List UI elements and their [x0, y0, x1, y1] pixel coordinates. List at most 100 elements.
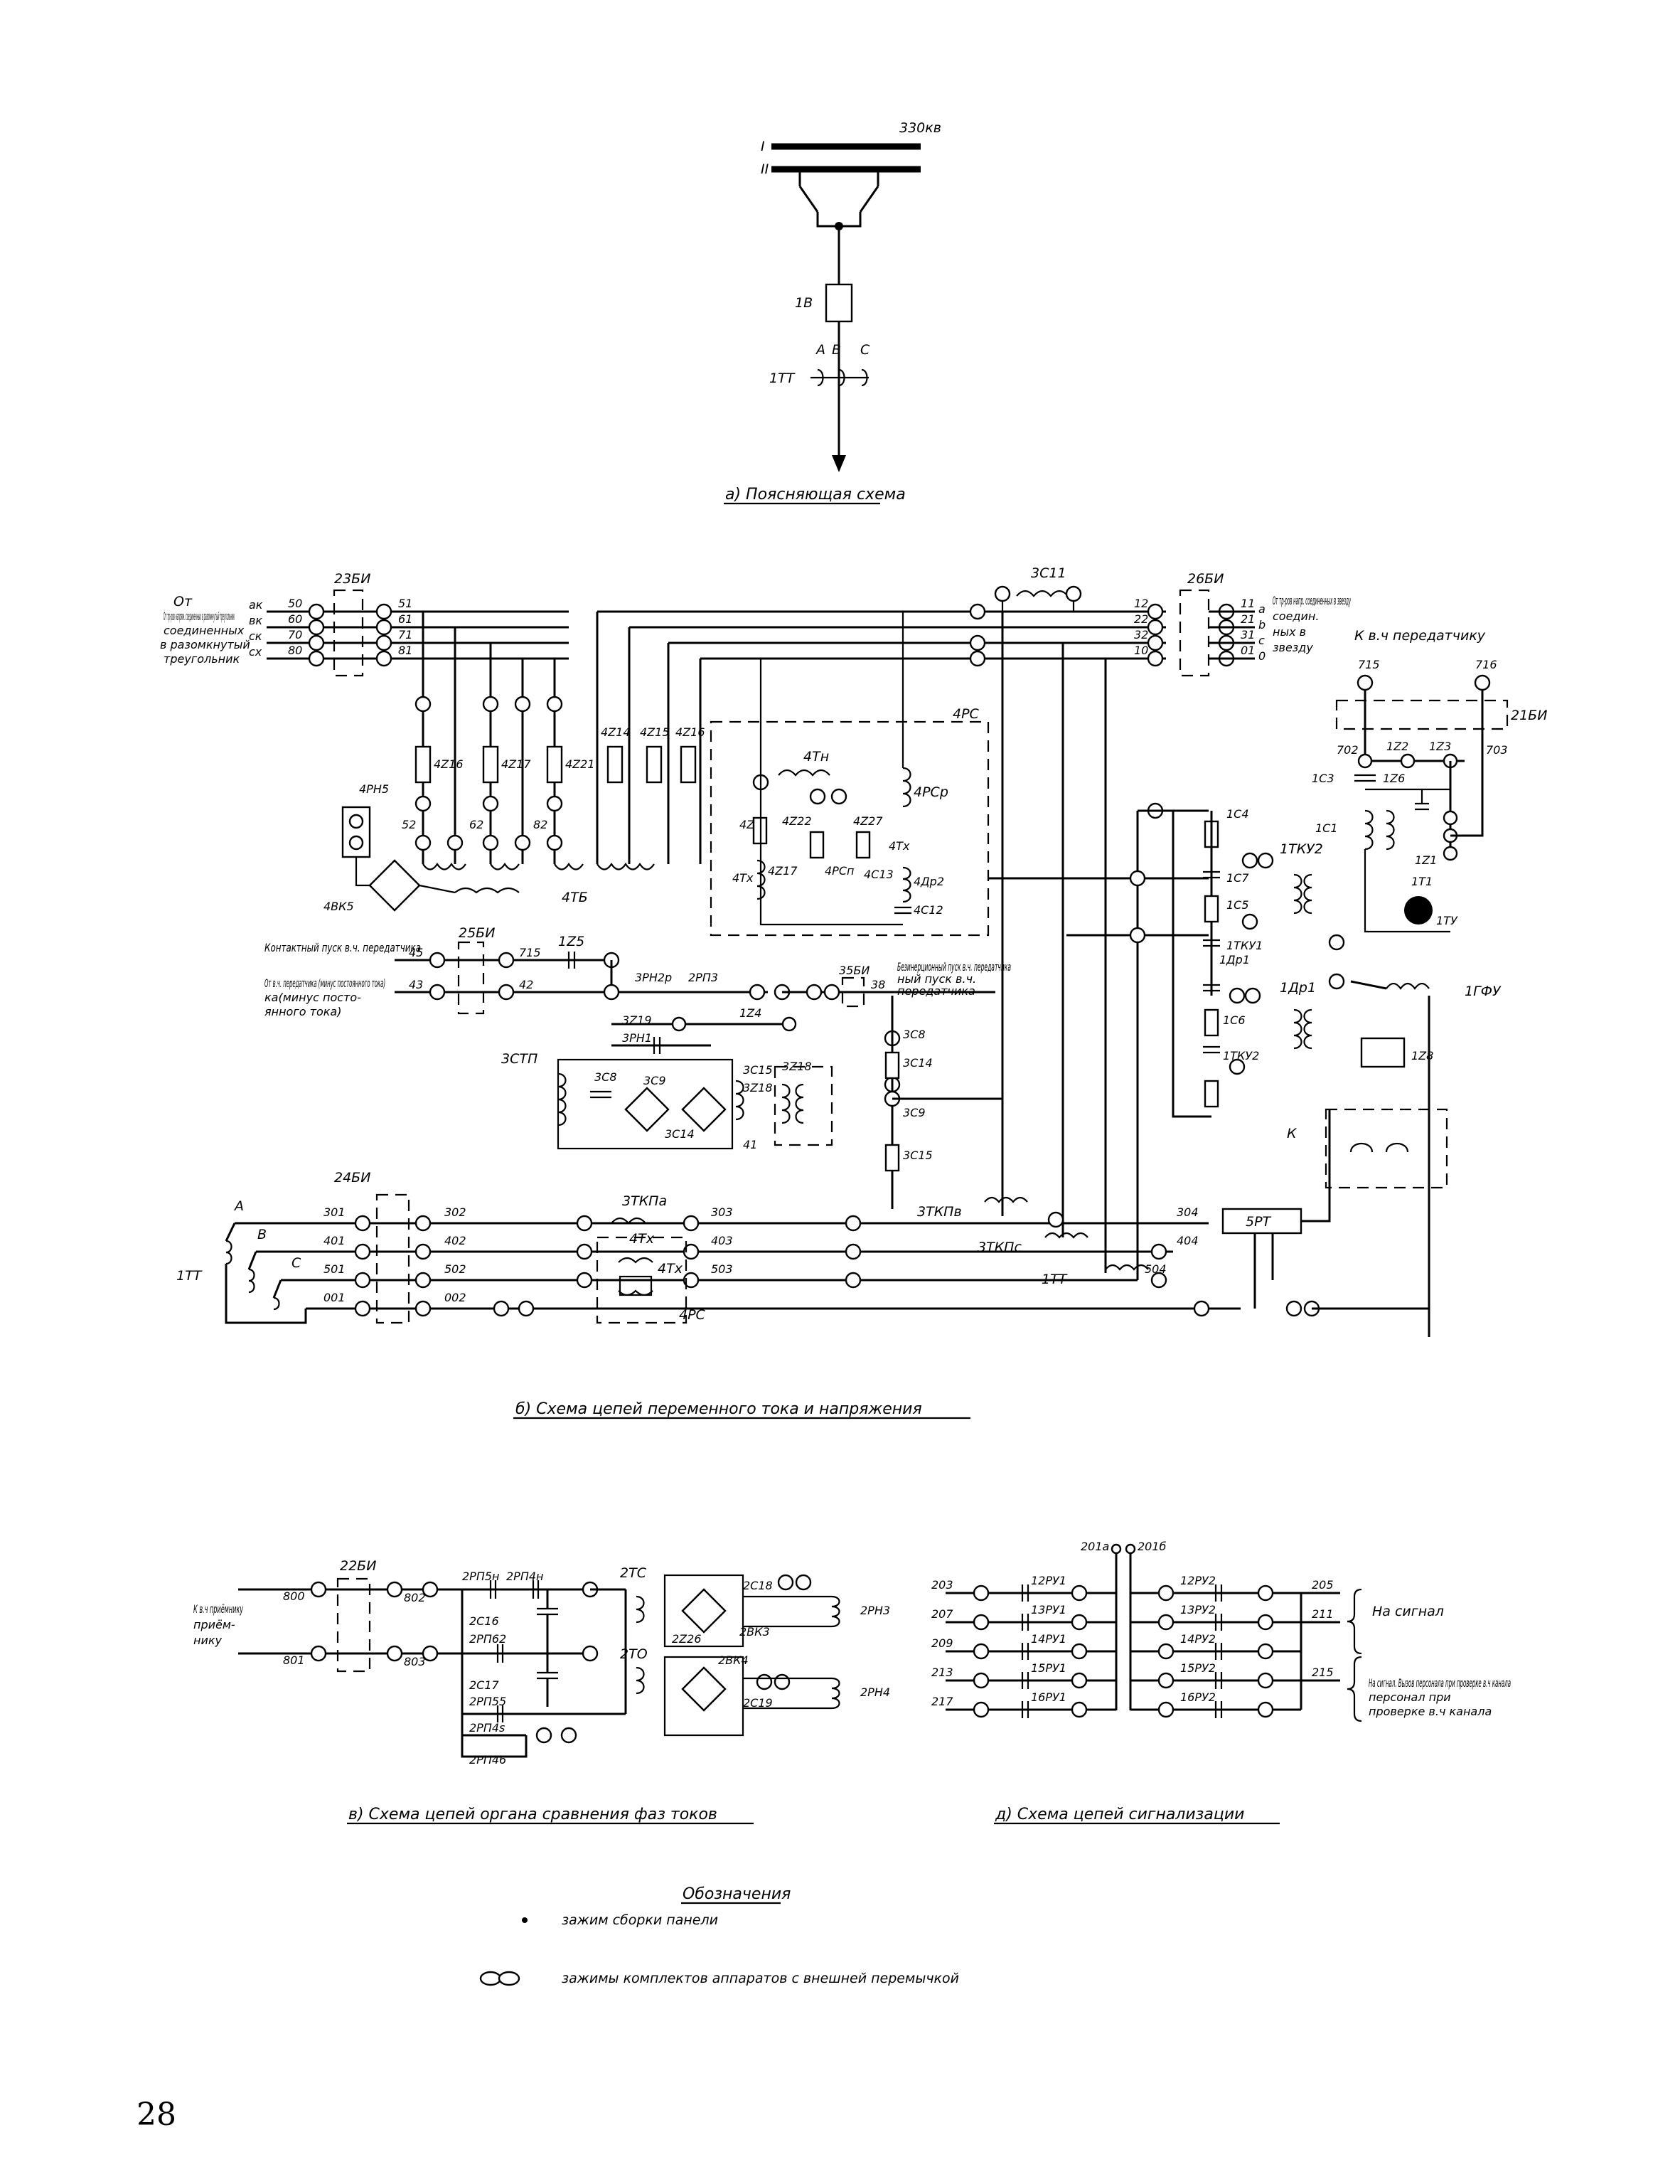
choke-1z4 [1386, 809, 1395, 851]
breaker-label: 1В [795, 295, 813, 311]
legend-terminal-dot [522, 1917, 528, 1923]
wire-301: 301 [323, 1205, 346, 1219]
wire-501: 501 [323, 1262, 346, 1276]
source-star-text-4: звезду [1273, 641, 1313, 654]
wire-71: 71 [398, 628, 412, 641]
label-k: 1Z8 [1411, 1049, 1433, 1062]
relay-k [1360, 1037, 1406, 1068]
label-1c3: 1Z1 [1415, 853, 1437, 867]
block-3stp [774, 1065, 833, 1146]
block-24bi [375, 1193, 410, 1324]
ct-b-lead [247, 1251, 257, 1270]
label-1z5: 1С5 [1226, 898, 1249, 912]
source-star-label: От тр-ров напр. соединенных в звезду [1273, 594, 1351, 607]
wire-401: 401 [323, 1234, 346, 1247]
from-hf-transmitter-label: От в.ч. передатчика (минус постоянного т… [264, 976, 385, 990]
label-4z15: 4Z17 [768, 864, 798, 878]
wire-403: 403 [711, 1234, 733, 1247]
wire-302: 302 [444, 1205, 466, 1219]
4tx-core [619, 1275, 653, 1296]
relay-2rn4-coil [831, 1677, 840, 1710]
label-2z26: 2Z26 [672, 1632, 702, 1646]
label-3c11: 3Z18 [743, 1081, 773, 1094]
wire-51: 51 [398, 597, 412, 610]
gfu-coils [1349, 1142, 1409, 1153]
signal-terminal-right-out [1257, 1643, 1274, 1660]
transformer-3tpn [557, 1072, 567, 1126]
label-3z18: 3С14 [903, 1056, 933, 1070]
signal-label-1: На сигнал [1372, 1604, 1444, 1619]
caption-panel-v: в) Схема цепей органа сравнения фаз токо… [348, 1806, 717, 1823]
signal-terminal-left [1071, 1701, 1088, 1718]
signal-brace-1 [1347, 1588, 1362, 1655]
legend: Обозначения зажим сборки панели зажимы к… [479, 1885, 959, 1986]
label-3vk2: 3С9 [643, 1074, 666, 1087]
resistors-4z12-14 [606, 745, 697, 784]
caption-panel-b: б) Схема цепей переменного тока и напряж… [515, 1400, 922, 1418]
bus-1-label: I [761, 139, 765, 154]
source-star-text-3: ных в [1273, 625, 1306, 639]
wire-201b: 201б [1138, 1540, 1167, 1553]
label-1z6: 1Т1 [1411, 875, 1433, 888]
label-2to: 2ТО [620, 1646, 648, 1662]
block-26bi [1179, 589, 1210, 677]
unit-1z8 [1221, 1208, 1302, 1235]
transformer-1tku1 [1293, 873, 1312, 915]
label-1tu: 1ГФУ [1465, 984, 1502, 999]
relay-5rt-coil [611, 1217, 646, 1225]
wire-502: 502 [444, 1262, 466, 1276]
block-23bi-label: 23БИ [334, 571, 370, 587]
label-4z12: 4Z14 [601, 725, 631, 739]
block-24bi-label: 24БИ [334, 1170, 370, 1186]
wire-716: 716 [1475, 658, 1497, 671]
label-2rp4s: 2РП4s [469, 1721, 505, 1735]
label-1c6: 1Др1 [1219, 953, 1250, 966]
signal-label-2c: проверке в.ч канала [1369, 1705, 1492, 1718]
voltage-lines [267, 610, 569, 660]
phase-input-a: ак [249, 598, 263, 612]
wire-703-link [1450, 818, 1484, 837]
phase-a-label: А [815, 342, 825, 358]
label-4z14: 4Z16 [675, 725, 705, 739]
label-phase-b: В [257, 1227, 267, 1242]
label-3tkpa: 3ТКПв [917, 1204, 962, 1220]
legend-item-1: зажим сборки панели [562, 1912, 718, 1928]
label-1c1: 1С3 [1312, 772, 1334, 785]
wire-45: 45 [409, 946, 423, 959]
label-2ts: 2ТС [620, 1565, 647, 1581]
label-4tb: 4ТБ [562, 890, 588, 905]
signal-wire-in: 217 [931, 1695, 953, 1708]
star-output-a: а [1258, 602, 1266, 616]
signal-relay-left: 15РУ1 [1031, 1661, 1066, 1675]
ct-neutral [225, 1264, 307, 1324]
ct-a-lead [225, 1222, 236, 1242]
wire-4rn5-bridge [355, 857, 370, 887]
voltage-terminals [308, 603, 392, 667]
wire-bridge-tb [419, 884, 456, 894]
signal-brace-2 [1347, 1656, 1362, 1722]
label-1z8: 5РТ [1246, 1214, 1272, 1230]
source-delta-text-4: треугольник [164, 652, 240, 666]
label-3c9: 3РН1 [622, 1031, 652, 1045]
voltage-label: 330кв [899, 120, 941, 136]
source-delta-label: От [173, 594, 193, 609]
block-21bi [1335, 699, 1509, 730]
resistors-4z21-23 [414, 745, 563, 784]
panel-b-ac-circuits: От От тр-ров напряж. соединенных в разом… [160, 565, 1547, 1419]
label-4z13: 4Z15 [640, 725, 670, 739]
feeder-arrow [832, 455, 846, 472]
label-phase-c: С [291, 1255, 301, 1271]
signal-terminal-right-in [1157, 1701, 1175, 1718]
wire-801: 801 [283, 1653, 305, 1667]
bus-terminals-mid [969, 603, 986, 667]
label-4z17: 4Z22 [782, 814, 812, 828]
wire-22: 22 [1134, 612, 1148, 626]
caption-panel-d: д) Схема цепей сигнализации [995, 1806, 1244, 1823]
disconnector-1-blade [798, 186, 819, 213]
label-2c18: 2С18 [743, 1579, 773, 1592]
signal-terminal-right-in [1157, 1584, 1175, 1602]
legend-jumper-terminal-b [498, 1971, 520, 1986]
to-hf-receiver-text-2: приём- [193, 1618, 235, 1631]
signal-terminal-left [1071, 1643, 1088, 1660]
choke-1dr1 [1364, 809, 1374, 851]
